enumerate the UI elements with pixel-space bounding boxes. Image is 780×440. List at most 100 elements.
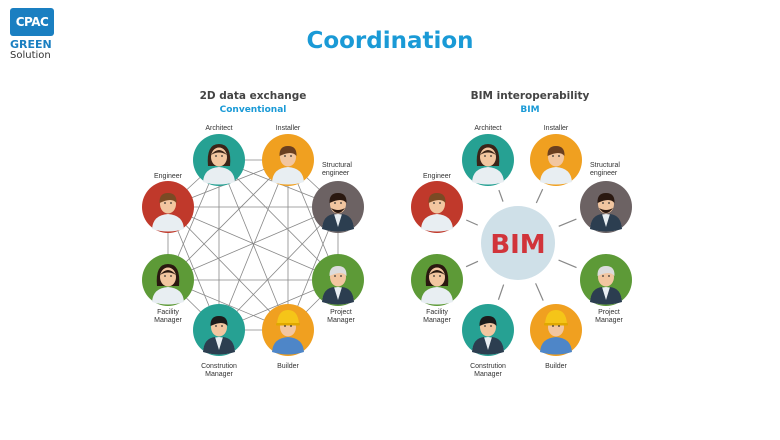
person-eye <box>221 325 223 327</box>
person-hair-fringe <box>480 150 496 155</box>
hard-hat-icon <box>545 310 567 324</box>
connection-line <box>167 206 339 281</box>
person-eye <box>340 202 342 204</box>
hub-spoke <box>498 189 504 202</box>
role-label-line: Installer <box>276 125 301 132</box>
role-label: Engineer <box>154 173 183 180</box>
person-body <box>540 337 572 355</box>
right-subheading: BIM <box>520 105 539 115</box>
team-member-architect <box>462 134 514 186</box>
person-hair <box>428 193 446 203</box>
person-eye <box>334 202 336 204</box>
role-label-line: Manager <box>154 317 182 324</box>
role-label-line: Engineer <box>423 173 452 180</box>
right-heading: BIM interoperability <box>471 90 590 102</box>
hard-hat-brim <box>276 323 300 326</box>
team-member-construction <box>462 304 514 356</box>
person-hair <box>329 193 347 203</box>
person-hair <box>329 266 347 276</box>
role-label: Architect <box>474 125 501 132</box>
logo-brand: CPAC <box>10 8 54 36</box>
person-suit <box>203 337 235 355</box>
person-hair-fringe <box>429 270 445 275</box>
connection-line <box>218 159 289 331</box>
role-label: Engineer <box>423 173 452 180</box>
person-eye <box>439 275 441 277</box>
hard-hat-icon <box>277 310 299 324</box>
person-body <box>272 167 304 185</box>
role-label-line: Structural <box>590 162 620 169</box>
person-eye <box>340 275 342 277</box>
bim-hub-label: BIM <box>490 230 545 260</box>
person-eye <box>170 202 172 204</box>
hub-spoke <box>465 219 479 226</box>
team-member-facility <box>142 254 194 306</box>
person-eye <box>164 202 166 204</box>
person-eye <box>608 275 610 277</box>
cpac-logo: CPAC GREEN Solution <box>10 8 60 61</box>
team-member-project <box>580 254 632 306</box>
person-body <box>203 167 235 185</box>
team-member-builder <box>530 304 582 356</box>
person-body <box>540 167 572 185</box>
role-label-line: Manager <box>595 317 623 324</box>
person-hair <box>479 316 497 326</box>
person-suit <box>590 214 622 232</box>
person-eye <box>484 325 486 327</box>
person-eye <box>608 202 610 204</box>
hub-spoke <box>558 218 577 227</box>
person-eye <box>558 325 560 327</box>
person-eye <box>433 275 435 277</box>
person-eye <box>290 155 292 157</box>
person-hair-fringe <box>160 270 176 275</box>
person-eye <box>215 155 217 157</box>
hard-hat-brim <box>544 323 568 326</box>
person-hair <box>547 146 565 156</box>
role-label: Builder <box>277 363 299 370</box>
role-label-line: Engineer <box>154 173 183 180</box>
person-body <box>421 287 453 305</box>
left-subheading: Conventional <box>220 105 287 115</box>
role-label-line: Structural <box>322 162 352 169</box>
role-label-line: Facility <box>157 309 179 316</box>
role-label-line: Architect <box>205 125 232 132</box>
role-label: Architect <box>205 125 232 132</box>
person-eye <box>284 155 286 157</box>
person-eye <box>284 325 286 327</box>
team-member-engineer <box>411 181 463 233</box>
hub-spoke <box>535 283 544 301</box>
person-hair <box>210 316 228 326</box>
role-label-line: engineer <box>322 170 350 177</box>
team-member-installer <box>530 134 582 186</box>
person-hair <box>279 146 297 156</box>
role-label-line: Project <box>330 309 352 316</box>
person-body <box>272 337 304 355</box>
connection-line <box>218 159 339 281</box>
role-label-line: Facility <box>426 309 448 316</box>
connection-line <box>167 159 289 281</box>
role-label-line: Manager <box>205 371 233 378</box>
person-eye <box>484 155 486 157</box>
page-title: Coordination <box>306 28 474 54</box>
person-eye <box>558 155 560 157</box>
hub-spoke <box>558 259 577 269</box>
role-label: Builder <box>545 363 567 370</box>
person-eye <box>164 275 166 277</box>
team-member-project <box>312 254 364 306</box>
person-eye <box>602 202 604 204</box>
role-label-line: Architect <box>474 125 501 132</box>
role-label: Installer <box>544 125 569 132</box>
person-eye <box>170 275 172 277</box>
mesh-connections <box>167 159 339 331</box>
person-hair <box>597 193 615 203</box>
role-label: Installer <box>276 125 301 132</box>
